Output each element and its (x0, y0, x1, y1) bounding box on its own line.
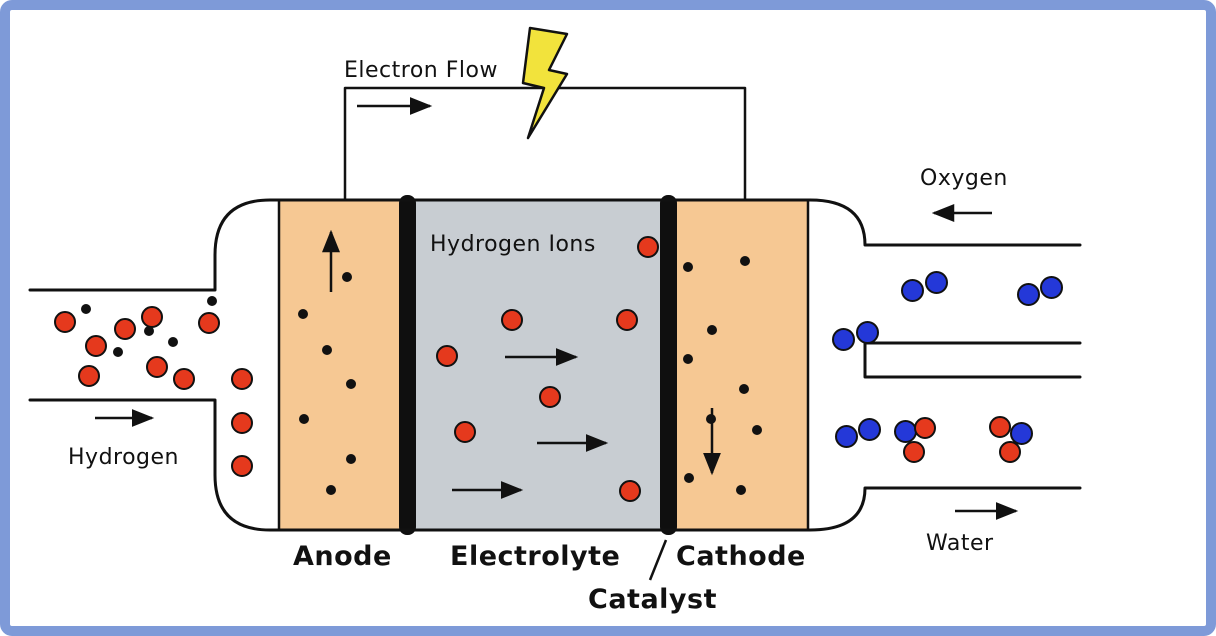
electrolyte-label: Electrolyte (450, 541, 621, 572)
anode-label: Anode (293, 541, 392, 572)
cathode-catalyst-bar (660, 195, 677, 535)
cathode-label: Cathode (676, 541, 806, 572)
oxygen-label: Oxygen (920, 166, 1008, 191)
catalyst-label: Catalyst (588, 584, 717, 615)
cell-body-top-outline (28, 198, 1082, 292)
anode-catalyst-bar (399, 195, 416, 535)
cathode-region (677, 201, 808, 529)
water-label: Water (926, 531, 994, 556)
right-channel-divider (863, 341, 1082, 379)
lightning-bolt-icon (521, 26, 569, 140)
cell-body-bottom-outline (28, 398, 1082, 532)
hydrogen-ions-label: Hydrogen Ions (430, 232, 596, 257)
anode-region (279, 201, 399, 529)
electron-flow-label: Electron Flow (344, 58, 498, 83)
catalyst-pointer-line (648, 539, 668, 581)
hydrogen-label: Hydrogen (68, 445, 179, 470)
